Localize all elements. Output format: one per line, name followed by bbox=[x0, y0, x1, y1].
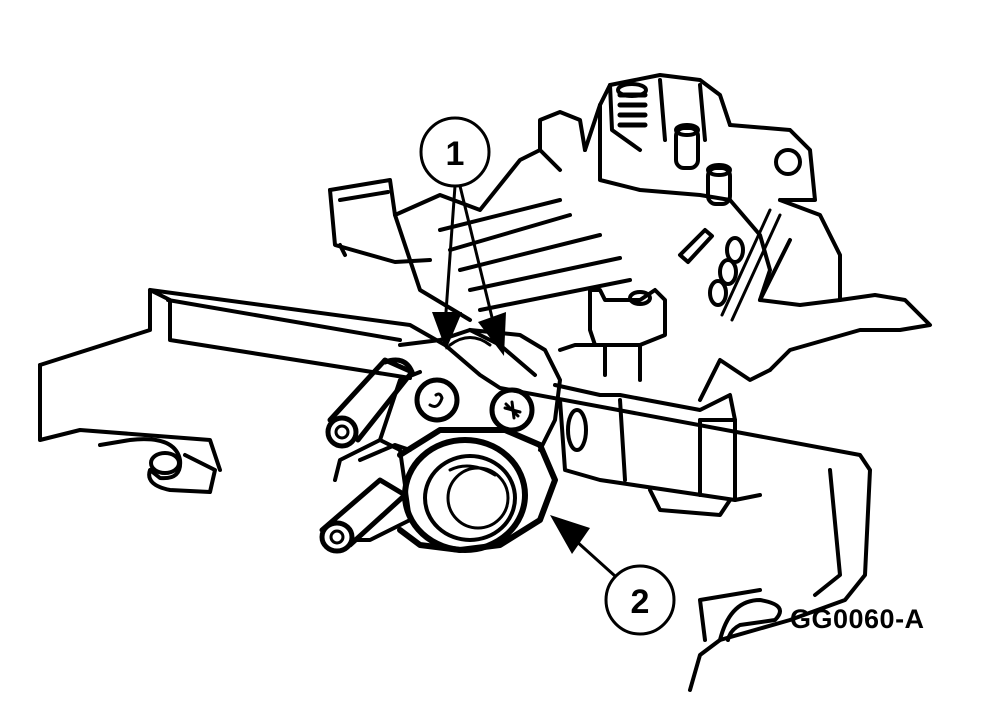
callout-1-number: 1 bbox=[446, 135, 465, 173]
callout-1: 1 bbox=[419, 116, 506, 356]
callout-1-arrowhead-right bbox=[478, 312, 506, 356]
lower-flange-tray bbox=[38, 288, 872, 692]
callout-2-arrowhead bbox=[550, 515, 590, 554]
lock-housing-cylinder bbox=[319, 328, 562, 554]
figure-code-label: GG0060-A bbox=[790, 604, 925, 634]
callout-1-arrowhead-left bbox=[432, 312, 462, 350]
callout-2-number: 2 bbox=[631, 583, 650, 621]
upper-housing-body bbox=[328, 73, 932, 517]
callout-2: 2 bbox=[550, 515, 676, 636]
